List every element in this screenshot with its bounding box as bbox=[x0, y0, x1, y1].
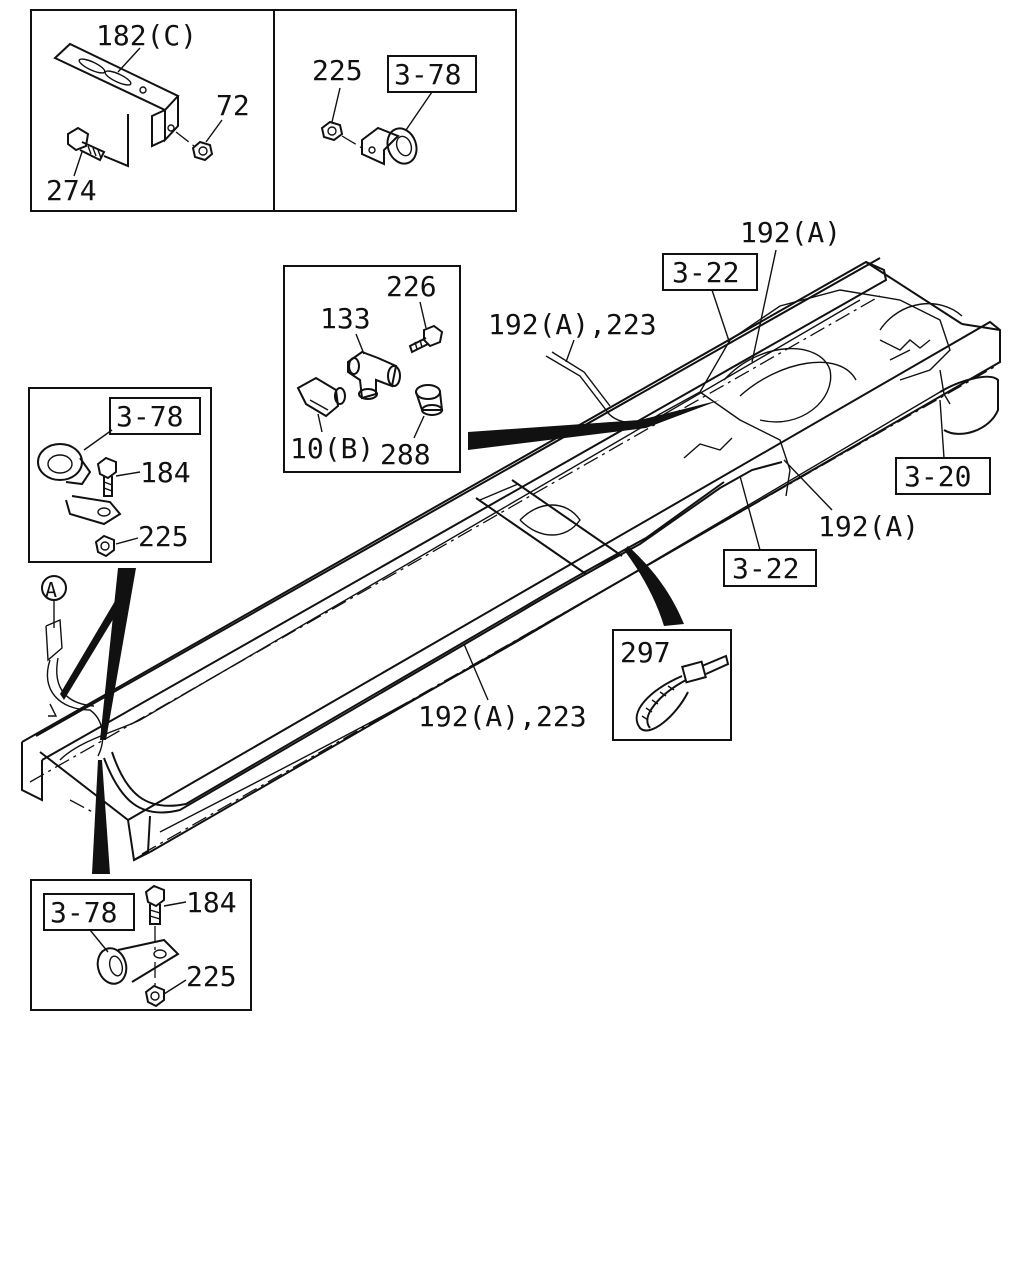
label-3-20: 3-20 bbox=[904, 460, 971, 493]
arrow-left-clip-2 bbox=[60, 588, 132, 700]
arrow-bottom-clip bbox=[92, 760, 110, 874]
label-184-bottom: 184 bbox=[186, 886, 237, 919]
pointer-arrows bbox=[60, 400, 720, 874]
nut-72 bbox=[175, 131, 214, 162]
nut-225-top bbox=[320, 120, 363, 149]
label-3-78-bottom: 3-78 bbox=[50, 896, 117, 929]
label-184-left: 184 bbox=[140, 456, 191, 489]
ref-box-3-22-mid bbox=[723, 549, 817, 587]
label-3-22-mid: 3-22 bbox=[732, 552, 799, 585]
sleeve-288 bbox=[415, 384, 444, 416]
connector-a bbox=[45, 618, 63, 662]
inset-tee-fitting: 226 133 10(B) 288 bbox=[283, 265, 461, 473]
arrow-left-clip-1 bbox=[100, 568, 136, 740]
clip-3-78-left bbox=[37, 443, 122, 526]
tee-133 bbox=[347, 350, 401, 400]
label-182c: 182(C) bbox=[96, 19, 197, 52]
label-192a-top: 192(A) bbox=[740, 216, 841, 249]
label-192a-223-top: 192(A),223 bbox=[488, 308, 657, 341]
nut-225-left bbox=[94, 534, 115, 558]
bolt-184-bottom bbox=[144, 884, 165, 952]
inset-left-clip: 3-78 184 225 bbox=[28, 387, 212, 563]
label-72: 72 bbox=[216, 89, 250, 122]
label-225-top: 225 bbox=[312, 54, 363, 87]
label-3-78-top: 3-78 bbox=[394, 58, 461, 91]
bolt-274 bbox=[67, 114, 129, 168]
label-274: 274 bbox=[46, 174, 97, 207]
main-callouts: 192(A) 3-22 192(A),223 3-20 192(A) 3-22 … bbox=[418, 216, 991, 733]
cross-member bbox=[475, 479, 623, 575]
inset-tie-strap: 297 bbox=[612, 629, 732, 741]
label-225-bottom: 225 bbox=[186, 960, 237, 993]
elbow-10b bbox=[296, 376, 346, 418]
inset-bottom-clip: 3-78 184 225 bbox=[30, 879, 252, 1011]
inset-top-panel: 182(C) 72 274 225 bbox=[30, 9, 517, 212]
label-297: 297 bbox=[620, 636, 671, 669]
rear-tank bbox=[939, 375, 999, 435]
bracket-182c bbox=[53, 42, 180, 148]
ref-box-3-78-left bbox=[109, 397, 201, 435]
inset-tie-border bbox=[612, 629, 732, 741]
label-226: 226 bbox=[386, 270, 437, 303]
nut-225-bottom bbox=[144, 962, 165, 1008]
label-225-left: 225 bbox=[138, 520, 189, 553]
clip-3-78-top bbox=[361, 126, 418, 166]
label-view-a: A bbox=[45, 578, 57, 602]
label-133: 133 bbox=[320, 302, 371, 335]
arrow-tee-fitting bbox=[468, 400, 720, 450]
bolt-184-left bbox=[96, 456, 117, 497]
label-288: 288 bbox=[380, 438, 431, 471]
label-192a-223-main: 192(A),223 bbox=[418, 700, 587, 733]
chassis-frame bbox=[21, 257, 1001, 862]
label-192a-right: 192(A) bbox=[818, 510, 919, 543]
ref-box-3-78-bottom bbox=[43, 893, 135, 931]
ref-box-3-22-top bbox=[662, 253, 758, 291]
label-3-22-top: 3-22 bbox=[672, 256, 739, 289]
ref-box-3-20 bbox=[895, 457, 991, 495]
inset-tee-border bbox=[283, 265, 461, 473]
tie-strap-297 bbox=[635, 654, 730, 732]
frame-rail-left-top bbox=[21, 260, 888, 761]
label-10b: 10(B) bbox=[290, 432, 374, 465]
bolt-226 bbox=[408, 324, 444, 354]
label-3-78-left: 3-78 bbox=[116, 400, 183, 433]
arrow-tie-strap bbox=[624, 546, 684, 626]
